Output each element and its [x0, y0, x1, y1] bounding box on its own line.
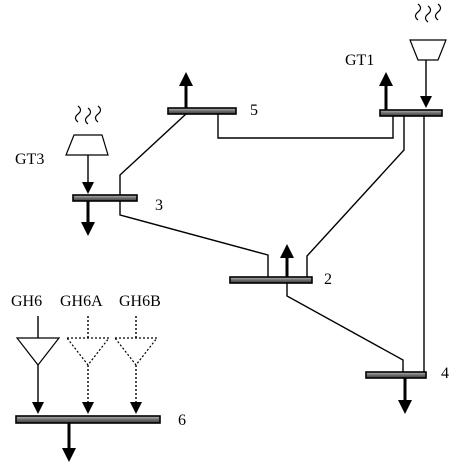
line-5-1: [217, 114, 394, 139]
steam-icon: [74, 105, 82, 123]
line-3-2: [119, 200, 269, 278]
generator-gh6: [15, 316, 61, 414]
bus-6-label: 6: [178, 412, 186, 429]
hydro-turbine-icon: [65, 337, 111, 366]
load-arrow-bus-6: [62, 423, 76, 462]
transmission-lines: [119, 113, 425, 372]
load-arrow-bus-1: [379, 72, 393, 110]
line-5-3: [119, 113, 187, 195]
load-arrow-bus-4: [398, 378, 412, 414]
bus-5-label: 5: [250, 102, 258, 119]
gh6b-label: GH6B: [119, 293, 161, 310]
turbine-icon: [409, 39, 447, 61]
load-arrow-bus-2: [280, 244, 294, 277]
hydro-turbine-icon: [15, 337, 61, 366]
bus-bar-2: 2: [229, 271, 332, 288]
steam-icon: [414, 3, 422, 21]
generator-gt1: GT1: [345, 3, 447, 108]
bus-bar-1: [379, 109, 443, 117]
bus-4-label: 4: [441, 365, 449, 382]
bus-bar-3: 3: [72, 194, 163, 214]
hydro-turbine-icon: [113, 337, 159, 366]
turbine-icon: [65, 134, 109, 156]
generator-gh6a: [65, 316, 111, 414]
generator-gt3: GT3: [15, 105, 109, 194]
gh6a-label: GH6A: [60, 293, 103, 310]
gt1-label: GT1: [345, 52, 374, 69]
bus-3-label: 3: [155, 197, 163, 214]
gh6-label: GH6: [11, 293, 42, 310]
line-1-2: [306, 116, 405, 278]
bus-bar-6: 6: [15, 412, 186, 429]
bus-2-label: 2: [324, 271, 332, 288]
bus-bar-5: 5: [167, 102, 258, 119]
load-arrow-bus-3: [81, 201, 95, 236]
load-arrow-bus-5: [179, 72, 193, 108]
generator-gh6b: [113, 316, 159, 414]
line-2-4: [286, 283, 404, 372]
gt3-label: GT3: [15, 151, 44, 168]
bus-bar-4: 4: [365, 365, 449, 382]
